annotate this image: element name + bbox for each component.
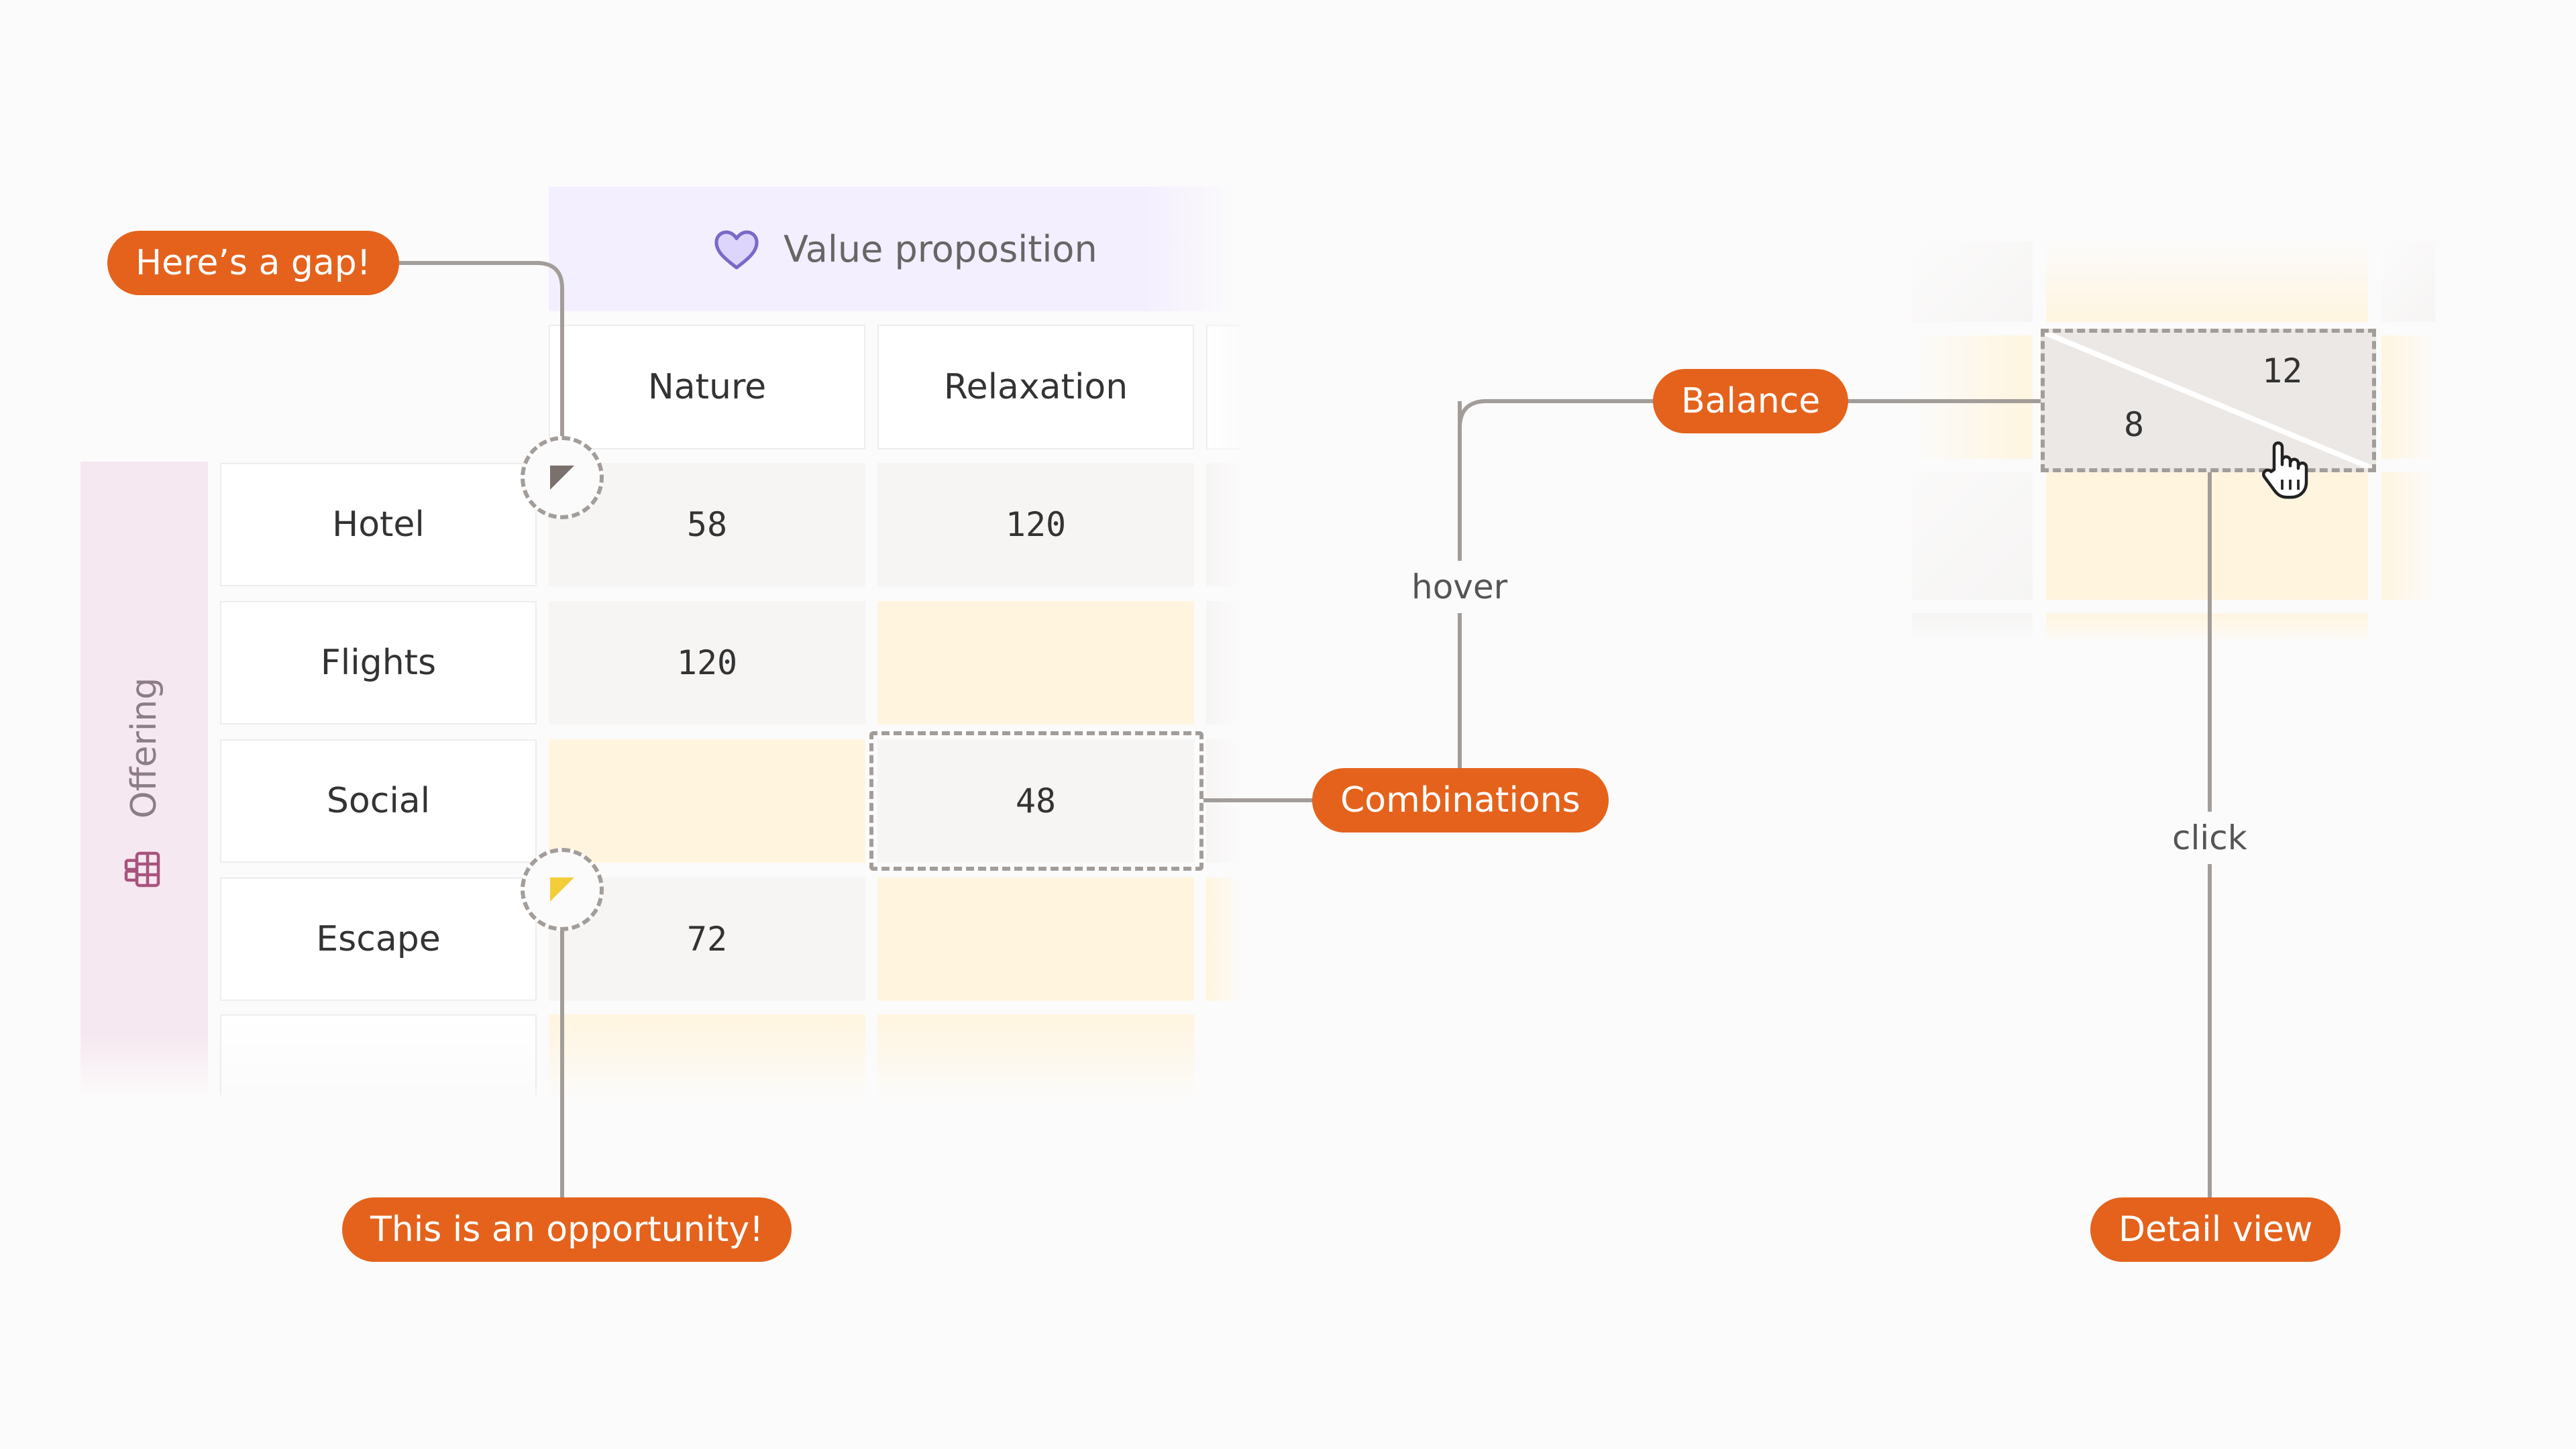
- callout-balance: Balance: [1653, 369, 1849, 433]
- callout-combinations: Combinations: [1312, 768, 1609, 833]
- row-header-social: Social: [220, 739, 537, 863]
- hand-pointer-icon: [2254, 436, 2314, 503]
- heart-icon: [711, 224, 762, 275]
- split-cell[interactable]: [2041, 329, 2376, 472]
- detail-grid-tile: [2046, 472, 2368, 600]
- row-header-escape: Escape: [220, 877, 537, 1001]
- hover-label: hover: [1409, 561, 1511, 613]
- split-cell-top-right: 12: [2262, 352, 2303, 390]
- detail-grid-tile: [2381, 472, 2435, 600]
- detail-matrix: [1912, 241, 2435, 644]
- combination-highlight: [869, 731, 1203, 871]
- opportunity-marker: [521, 848, 604, 931]
- split-cell-bottom-left: 8: [2124, 405, 2145, 444]
- column-header-relaxation: Relaxation: [877, 325, 1194, 449]
- row-header-flights: Flights: [220, 601, 537, 724]
- detail-grid-tile: [2381, 241, 2435, 322]
- detail-grid-tile: [2046, 613, 2368, 644]
- cell-partial-nature: [549, 1014, 865, 1102]
- detail-grid-tile: [1912, 472, 2033, 600]
- cell-social-relaxation[interactable]: 48: [877, 739, 1194, 863]
- column-header-partial: [1206, 325, 1241, 449]
- callout-detail-view: Detail view: [2090, 1197, 2341, 1262]
- detail-grid-tile: [2046, 241, 2368, 322]
- row-header-partial: [220, 1014, 537, 1095]
- cell-partial-relaxation: [877, 1014, 1194, 1102]
- row-header-hotel: Hotel: [220, 463, 537, 586]
- cell-hotel-relaxation[interactable]: 120: [877, 463, 1194, 586]
- column-partial-escape: [1206, 877, 1241, 1001]
- column-partial-flights: [1206, 601, 1241, 724]
- detail-grid-tile: [1912, 241, 2033, 322]
- column-partial-hotel: [1206, 463, 1241, 586]
- callout-gap: Here’s a gap!: [107, 231, 399, 295]
- detail-grid-tile: [2381, 335, 2435, 459]
- grid-icon: [121, 848, 164, 891]
- cell-social-nature[interactable]: [549, 739, 865, 863]
- callout-opportunity: This is an opportunity!: [342, 1197, 792, 1262]
- column-header-nature: Nature: [549, 325, 865, 449]
- click-label: click: [2169, 812, 2250, 864]
- cell-flights-nature[interactable]: 120: [549, 601, 865, 724]
- gap-marker: [521, 436, 604, 519]
- detail-grid-tile: [1912, 335, 2033, 459]
- cell-escape-relaxation[interactable]: [877, 877, 1194, 1001]
- value-proposition-header: [549, 186, 1240, 311]
- split-diagonal: [2045, 333, 2372, 468]
- offering-header: [80, 462, 208, 1099]
- cell-flights-relaxation[interactable]: [877, 601, 1194, 724]
- detail-grid-tile: [1912, 613, 2033, 644]
- value-proposition-title: Value proposition: [784, 228, 1097, 270]
